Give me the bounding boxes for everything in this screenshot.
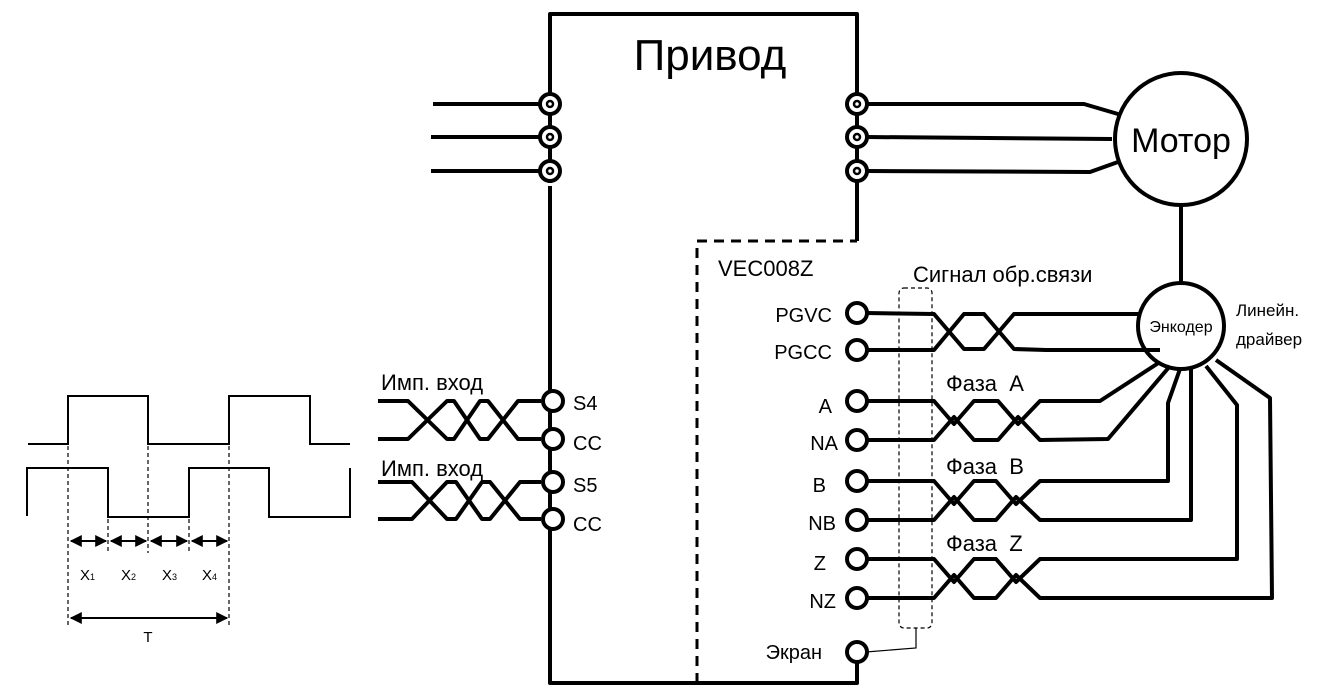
terminal-label: NA bbox=[810, 433, 838, 455]
right-terminal-z: Z bbox=[814, 547, 869, 575]
right-terminal-a: A bbox=[819, 389, 869, 418]
right-terminal-b: B bbox=[813, 469, 869, 497]
encoder-wiring bbox=[865, 311, 1274, 600]
terminal-label: PGCC bbox=[774, 342, 832, 364]
terminal-label: NB bbox=[808, 513, 836, 535]
feedback-label: Сигнал обр.связи bbox=[913, 262, 1092, 287]
terminal-label: S5 bbox=[573, 475, 597, 497]
interval-label-x4: X4 bbox=[202, 567, 217, 584]
encoder: Энкодер Линейн. драйвер bbox=[1136, 281, 1302, 371]
right-terminal-nb: NB bbox=[808, 508, 869, 535]
pulse-input-label: Имп. вход bbox=[381, 456, 483, 481]
phase-a-label: Фаза A bbox=[946, 371, 1024, 396]
terminal-label: CC bbox=[573, 433, 602, 455]
shield-ground-wire bbox=[865, 628, 917, 653]
cable-shield bbox=[898, 287, 933, 629]
terminal-label: CC bbox=[573, 514, 602, 536]
terminal-label: Z bbox=[814, 553, 826, 575]
terminal-label: B bbox=[813, 475, 826, 497]
motor: Мотор bbox=[1113, 71, 1249, 207]
motor-terminal-u bbox=[845, 92, 869, 116]
motor-output bbox=[845, 92, 1119, 183]
motor-terminal-v bbox=[845, 125, 869, 149]
motor-label: Мотор bbox=[1131, 122, 1231, 160]
pulse-input-label: Имп. вход bbox=[381, 370, 483, 395]
interval-label-x1: X1 bbox=[80, 567, 95, 584]
waveform-a bbox=[28, 395, 350, 445]
period-label: T bbox=[143, 629, 152, 646]
pulse-input-2: Имп. вход S5 CC bbox=[378, 456, 602, 536]
waveform-b bbox=[26, 467, 351, 518]
option-card-box: VEC008Z bbox=[695, 239, 857, 683]
phase-b-label: Фаза B bbox=[946, 454, 1024, 479]
terminal-s5 bbox=[541, 470, 565, 494]
terminal-label: NZ bbox=[809, 591, 836, 613]
terminal-cc-2 bbox=[541, 507, 565, 531]
terminal-cc-1 bbox=[541, 427, 565, 451]
terminal-label: PGVC bbox=[775, 305, 832, 327]
right-terminal-pgvc: PGVC bbox=[775, 301, 869, 327]
power-terminal-l3 bbox=[538, 159, 562, 183]
encoder-label: Энкодер bbox=[1149, 319, 1212, 336]
phase-z-label: Фаза Z bbox=[946, 531, 1023, 556]
pulse-input-1: Имп. вход S4 CC bbox=[378, 370, 602, 455]
right-terminal-nz: NZ bbox=[809, 586, 869, 613]
right-terminal-na: NA bbox=[810, 428, 869, 455]
terminal-label: Экран bbox=[766, 642, 822, 664]
drive-title: Привод bbox=[634, 31, 787, 80]
option-card-label: VEC008Z bbox=[718, 256, 813, 281]
interval-label-x3: X3 bbox=[162, 567, 177, 584]
motor-terminal-w bbox=[845, 159, 869, 183]
timing-diagram: X1 X2 X3 X4 T bbox=[26, 395, 351, 646]
right-terminal-pgcc: PGCC bbox=[774, 338, 869, 364]
line-driver-label-1: Линейн. bbox=[1236, 301, 1299, 320]
power-terminal-l2 bbox=[538, 125, 562, 149]
power-terminal-l1 bbox=[538, 92, 562, 116]
interval-label-x2: X2 bbox=[121, 567, 136, 584]
right-terminal-shield: Экран bbox=[766, 640, 869, 664]
power-input bbox=[431, 92, 562, 183]
terminal-label: S4 bbox=[573, 393, 597, 415]
line-driver-label-2: драйвер bbox=[1236, 330, 1302, 349]
terminal-s4 bbox=[541, 389, 565, 413]
terminal-label: A bbox=[819, 396, 833, 418]
